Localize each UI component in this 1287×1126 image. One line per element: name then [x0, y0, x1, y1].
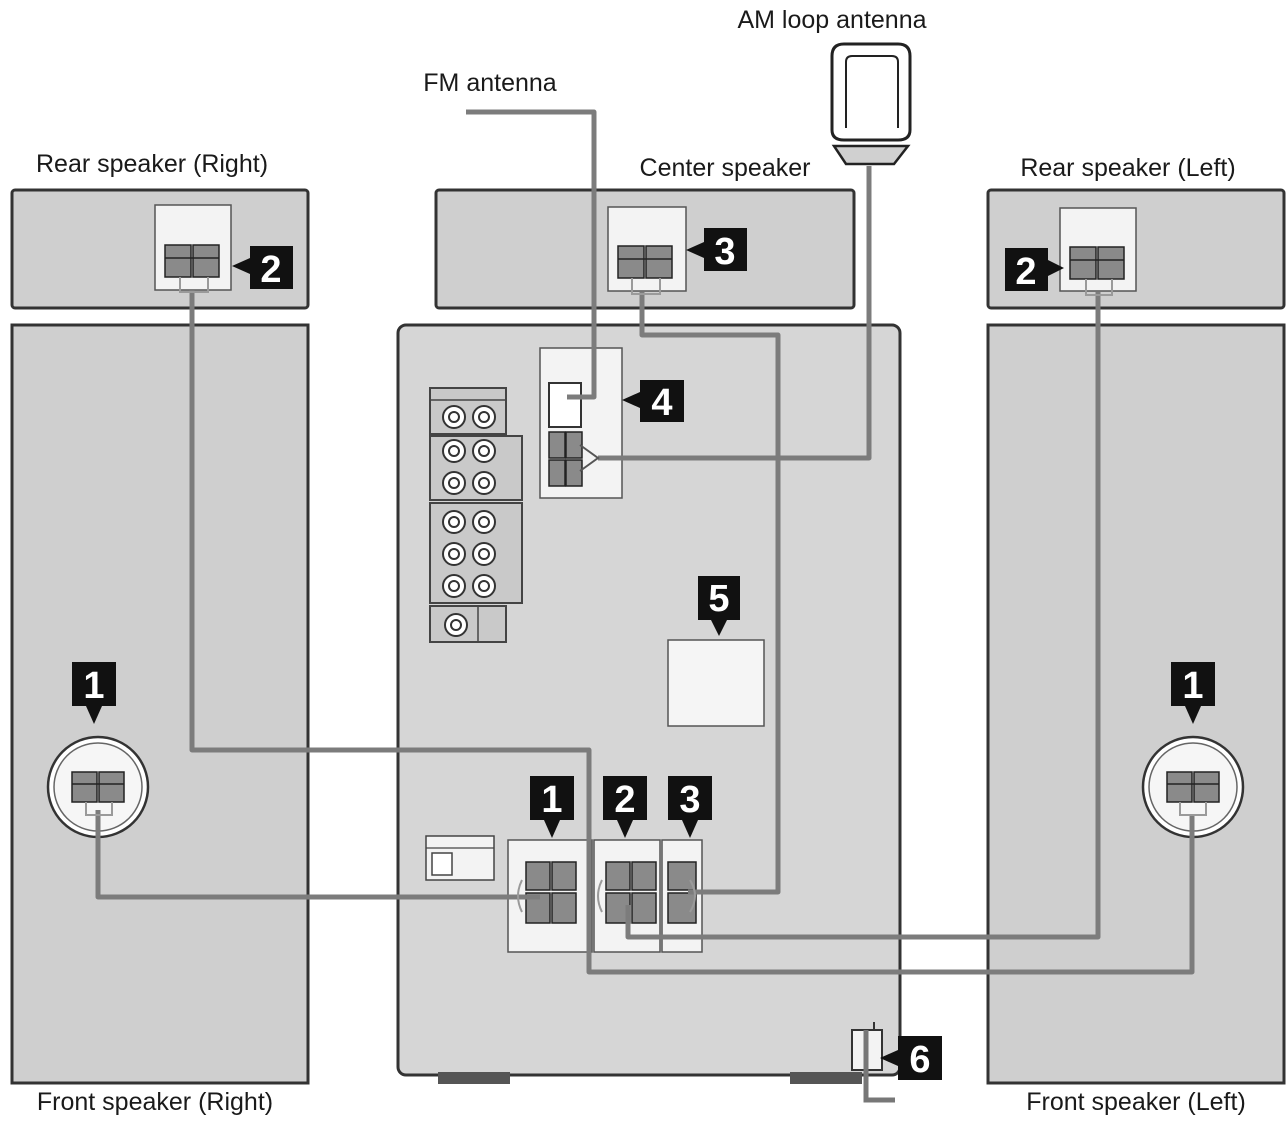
jack-socket-center	[478, 445, 490, 457]
jack-socket	[444, 613, 468, 637]
antenna-terminal	[539, 347, 623, 499]
badge-power: 6	[880, 1036, 942, 1081]
jack-socket-center	[478, 580, 490, 592]
jack-socket-center	[478, 548, 490, 560]
svg-text:3: 3	[679, 779, 700, 821]
jack-socket	[442, 471, 466, 495]
badge-unit-center: 3	[668, 776, 712, 838]
badge-unit-front: 1	[530, 776, 574, 838]
wiring	[85, 109, 1207, 975]
center-speaker	[434, 188, 856, 310]
jack-socket-center	[448, 411, 460, 423]
jack-socket-center	[478, 411, 490, 423]
badge-unit-rear: 2	[603, 776, 647, 838]
front-speaker-left	[986, 323, 1286, 1085]
label-rear-speaker-right: Rear speaker (Right)	[36, 150, 268, 178]
label-center-speaker: Center speaker	[640, 154, 811, 182]
jack-socket-center	[478, 477, 490, 489]
jack-socket-center	[448, 477, 460, 489]
label-rear-speaker-left: Rear speaker (Left)	[1020, 154, 1235, 182]
jack-socket	[442, 574, 466, 598]
svg-text:3: 3	[714, 231, 735, 273]
badge-rear-right: 2	[232, 246, 293, 291]
rating-plate	[425, 835, 495, 881]
svg-text:1: 1	[541, 779, 562, 821]
jack-socket-center	[478, 516, 490, 528]
power-cord	[851, 1022, 895, 1103]
jack-socket	[442, 542, 466, 566]
badge-front-left: 1	[1171, 662, 1215, 724]
jack-socket	[472, 471, 496, 495]
badge-panel-5: 5	[698, 576, 740, 636]
jack-socket	[442, 510, 466, 534]
badge-center: 3	[686, 228, 747, 273]
jack-socket-center	[448, 516, 460, 528]
badge-front-right: 1	[72, 662, 116, 724]
svg-text:5: 5	[708, 578, 729, 620]
jack-socket	[472, 542, 496, 566]
svg-text:1: 1	[1182, 665, 1203, 707]
jack-socket	[472, 510, 496, 534]
svg-text:2: 2	[1015, 251, 1036, 293]
label-front-speaker-left: Front speaker (Left)	[1026, 1088, 1246, 1116]
badge-rear-left: 2	[1005, 248, 1064, 293]
label-am-loop-antenna: AM loop antenna	[737, 6, 926, 34]
rear-speaker-right	[10, 188, 310, 310]
front-speaker-right	[10, 323, 310, 1085]
svg-text:1: 1	[83, 665, 104, 707]
svg-text:2: 2	[614, 779, 635, 821]
rear-speaker-left	[986, 188, 1286, 310]
am-loop-antenna-icon	[830, 42, 912, 166]
jack-socket-center	[450, 619, 462, 631]
jack-socket-center	[448, 548, 460, 560]
main-unit-rear-panel	[396, 323, 902, 1103]
svg-text:6: 6	[909, 1039, 930, 1081]
jack-socket	[472, 405, 496, 429]
label-fm-antenna: FM antenna	[423, 69, 557, 97]
jack-sockets	[442, 405, 496, 637]
badge-antenna-terminal: 4	[622, 380, 684, 424]
svg-text:4: 4	[651, 382, 672, 424]
jack-socket	[442, 439, 466, 463]
jack-socket	[442, 405, 466, 429]
jack-socket	[472, 439, 496, 463]
panel-5-plate	[667, 639, 765, 727]
jack-socket-center	[448, 580, 460, 592]
jack-socket	[472, 574, 496, 598]
jack-socket-center	[448, 445, 460, 457]
svg-text:2: 2	[260, 249, 281, 291]
label-front-speaker-right: Front speaker (Right)	[37, 1088, 273, 1116]
